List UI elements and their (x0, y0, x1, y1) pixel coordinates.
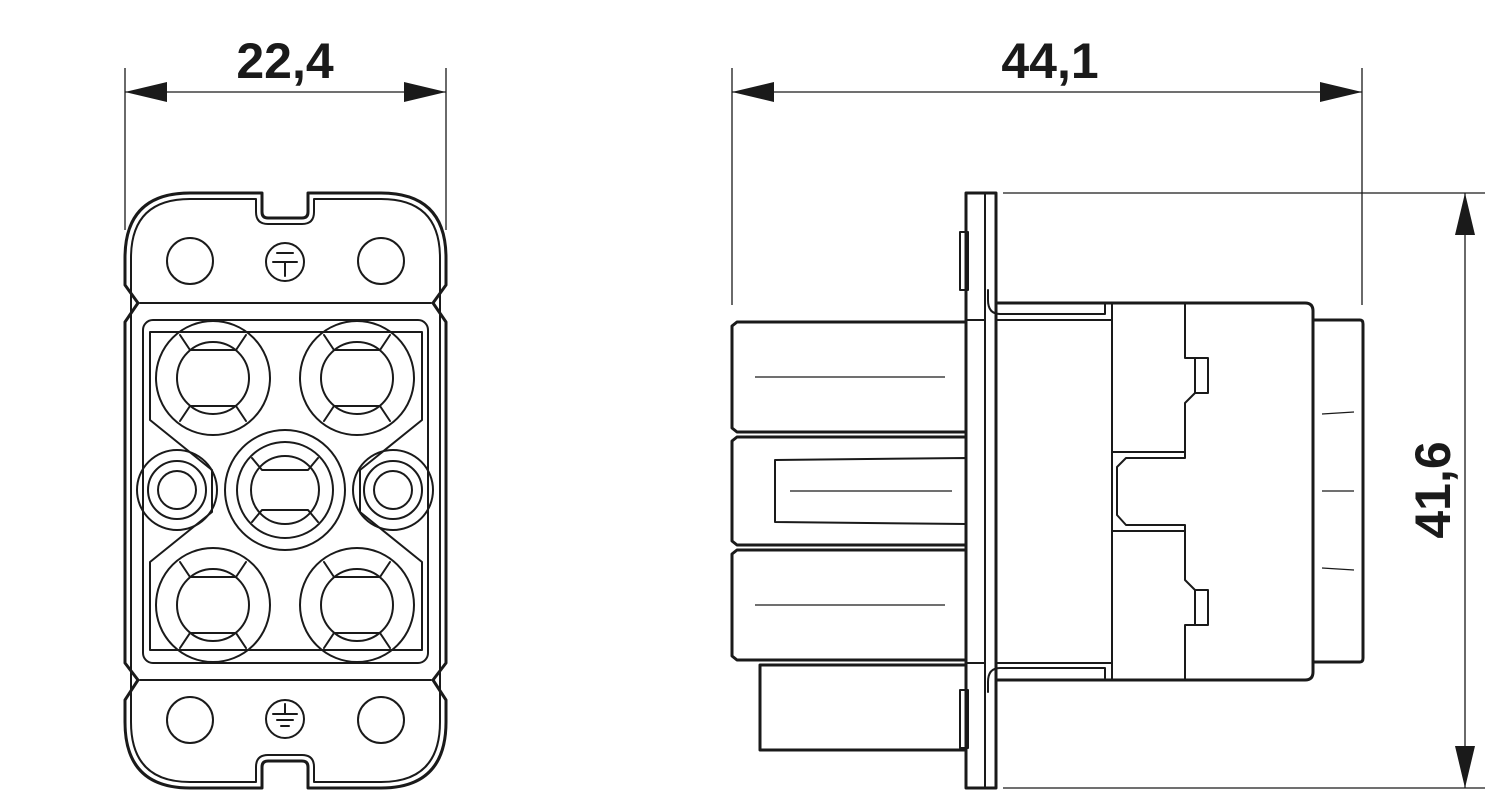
side-body (987, 289, 1315, 693)
height-dimension: 41,6 (1003, 192, 1485, 789)
pin-block-top (730, 320, 968, 434)
pin-block-bottom (730, 548, 968, 662)
length-dimension-label: 44,1 (1001, 33, 1098, 89)
insert-frame (142, 319, 429, 664)
width-dimension-label: 22,4 (236, 33, 334, 89)
front-view: 22,4 (123, 33, 448, 790)
end-cap (1311, 318, 1365, 664)
insert-web-outline (149, 331, 423, 651)
arrowhead-top (1455, 193, 1475, 235)
mounting-hole-top-right (357, 237, 405, 285)
arrowhead-left (732, 82, 774, 102)
protective-earth-icon (265, 242, 305, 282)
arrowhead-right (1320, 82, 1362, 102)
contact-top-left (155, 320, 271, 436)
arrowhead-right (404, 82, 446, 102)
height-dimension-label: 41,6 (1405, 441, 1461, 538)
aux-contact-right (352, 449, 434, 531)
contact-bottom-left (155, 547, 271, 663)
flange-outline (964, 191, 998, 790)
ground-icon (265, 699, 305, 739)
latch-top (959, 231, 969, 291)
contact-bottom-right (299, 547, 415, 663)
contact-top-right (299, 320, 415, 436)
contact-center (224, 429, 346, 551)
pin-block-middle (730, 435, 968, 547)
side-view: 44,1 41,6 (730, 33, 1485, 790)
arrowhead-left (125, 82, 167, 102)
pin-block-lower-tab (758, 663, 968, 752)
latch-bottom (959, 689, 969, 749)
aux-contact-left (136, 449, 218, 531)
front-housing-outline (123, 191, 448, 790)
arrowhead-bottom (1455, 746, 1475, 788)
mounting-hole-bottom-right (357, 696, 405, 744)
front-housing-inner-outline (130, 198, 441, 783)
length-dimension: 44,1 (731, 33, 1363, 305)
mounting-hole-top-left (166, 237, 214, 285)
width-dimension: 22,4 (124, 33, 447, 230)
mounting-hole-bottom-left (166, 696, 214, 744)
